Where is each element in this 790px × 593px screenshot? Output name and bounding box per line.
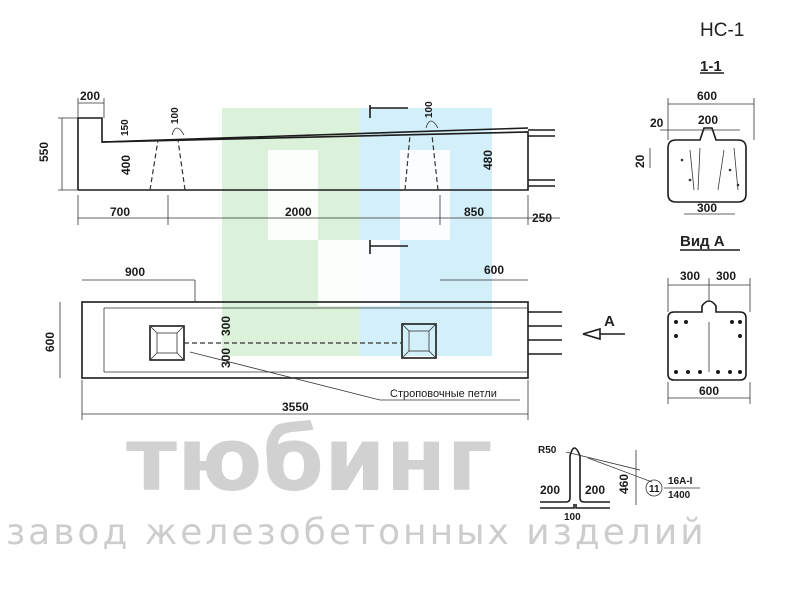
loop-detail <box>540 447 700 509</box>
loop-length: 1400 <box>668 490 691 501</box>
side-view <box>58 98 560 254</box>
dim-view-a-left: 300 <box>680 269 700 283</box>
brand-watermark: тюбинг <box>126 408 492 511</box>
dim-loop-x: 300 <box>219 348 233 368</box>
dim-section-neck: 200 <box>698 113 718 127</box>
section-1-1-label: 1-1 <box>700 58 722 75</box>
lifting-loops-callout: Строповочные петли <box>390 388 497 400</box>
dim-view-a-width: 600 <box>699 384 719 398</box>
section-1-1 <box>649 72 755 215</box>
view-a <box>667 249 751 404</box>
dim-plan-width: 600 <box>43 332 57 352</box>
view-arrow-label: A <box>604 313 615 330</box>
dim-section-left-step: 20 <box>650 116 664 130</box>
dim-section-top-width: 600 <box>697 89 717 103</box>
dim-plan-length: 3550 <box>282 400 309 414</box>
dim-section-bottom: 300 <box>697 201 717 215</box>
sheet-code: НС-1 <box>700 20 744 41</box>
loop-base: 100 <box>564 512 581 523</box>
dim-inner-height: 400 <box>119 155 133 175</box>
dim-step-height: 150 <box>120 119 131 136</box>
loop-left: 200 <box>540 483 560 497</box>
view-a-rebar-dots <box>674 320 742 374</box>
loop-mark-number: 11 <box>649 484 660 495</box>
dim-seg-c: 850 <box>464 205 484 219</box>
dim-height: 550 <box>37 142 51 162</box>
dim-section-side-step: 20 <box>633 154 647 168</box>
logo-watermark <box>222 108 492 356</box>
dim-loop-height-right: 100 <box>424 101 435 118</box>
dim-step-width: 200 <box>80 89 100 103</box>
dim-plan-offset: 900 <box>125 265 145 279</box>
view-a-label: Вид А <box>680 233 725 250</box>
loop-radius: R50 <box>538 445 557 456</box>
dim-loop-height-left: 100 <box>170 107 181 124</box>
loop-rebar: 16A-I <box>668 476 693 487</box>
plan-view <box>59 279 625 420</box>
loop-right: 200 <box>585 483 605 497</box>
dim-view-a-right: 300 <box>716 269 736 283</box>
dim-right-height: 480 <box>481 150 495 170</box>
dim-plan-offset-right: 600 <box>484 263 504 277</box>
dim-loop-y: 300 <box>219 316 233 336</box>
dim-seg-b: 2000 <box>285 205 312 219</box>
brand-subtitle-watermark: завод железобетонных изделий <box>6 512 707 553</box>
dim-seg-d: 250 <box>532 211 552 225</box>
dim-seg-a: 700 <box>110 205 130 219</box>
loop-height: 460 <box>617 474 631 494</box>
